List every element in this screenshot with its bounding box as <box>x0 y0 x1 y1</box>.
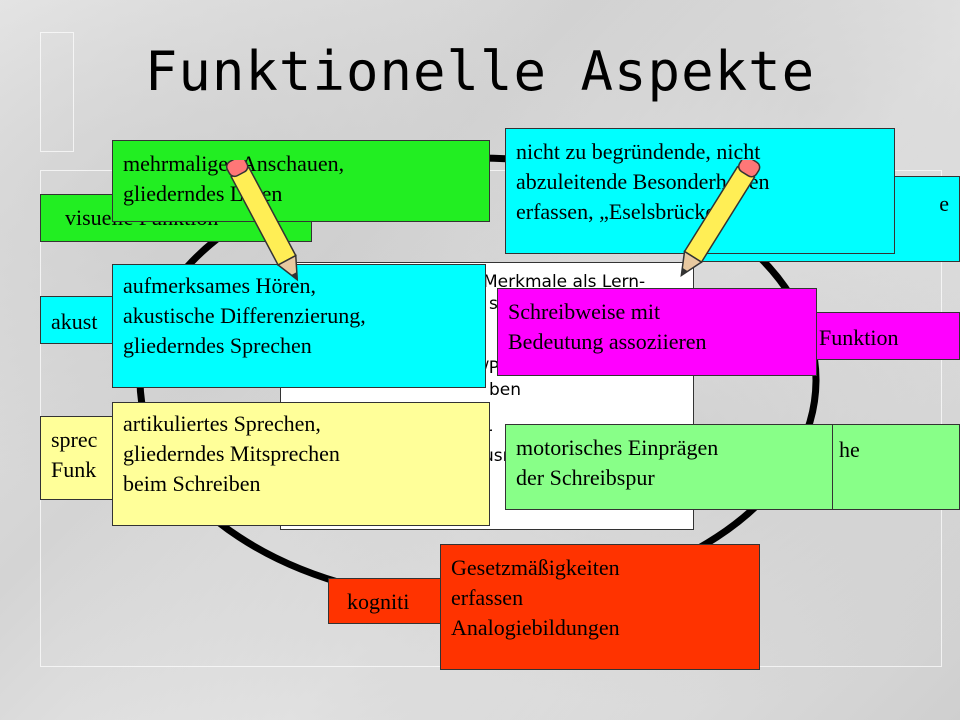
frame-left-strip <box>40 32 74 152</box>
label-right-motor: he <box>820 424 960 510</box>
center-line: s <box>489 294 498 314</box>
label-right-function: Funktion <box>790 312 960 360</box>
pencil-icon <box>680 160 761 277</box>
center-line: Merkmale als Lern- <box>483 272 646 292</box>
pencil-icon <box>225 160 299 282</box>
page-title: Funktionelle Aspekte <box>144 40 816 103</box>
label-acoustic-function: akust <box>40 296 120 344</box>
center-line: ben <box>489 380 522 400</box>
label-cognitive-function: kogniti <box>328 578 448 624</box>
note-rules: Gesetzmäßigkeiten erfassen Analogiebildu… <box>440 544 760 670</box>
note-motor: motorisches Einprägen der Schreibspur <box>505 424 833 510</box>
note-articulation: artikuliertes Sprechen, gliederndes Mits… <box>112 402 490 526</box>
note-meaning: Schreibweise mit Bedeutung assoziieren <box>497 288 817 376</box>
note-hearing: aufmerksames Hören, akustische Differenz… <box>112 264 486 388</box>
label-speech-function: sprec Funk <box>40 416 120 500</box>
